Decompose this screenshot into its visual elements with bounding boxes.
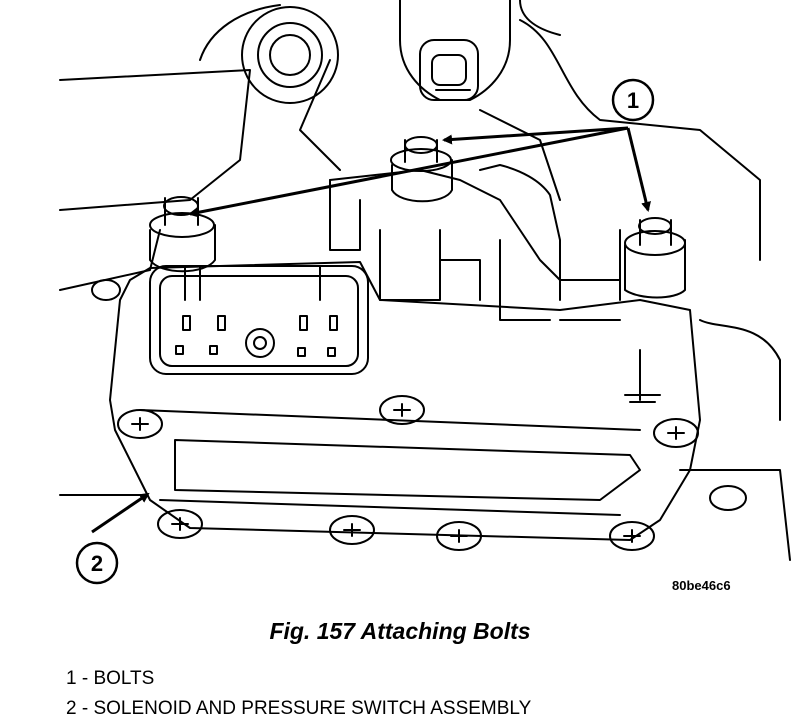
assembly-connector — [149, 265, 369, 375]
flange-screws — [91, 279, 747, 551]
screw — [157, 509, 203, 539]
transmission-case-outline — [59, 0, 791, 561]
callout-1-number: 1 — [627, 88, 639, 113]
screw — [709, 485, 747, 511]
figure-legend: 1 - BOLTS 2 - SOLENOID AND PRESSURE SWIT… — [66, 664, 531, 724]
bolt-right — [624, 217, 686, 299]
legend-item-bolts: 1 - BOLTS — [66, 668, 155, 689]
legend-item-solenoid-assembly: 2 - SOLENOID AND PRESSURE SWITCH ASSEMBL… — [66, 698, 532, 719]
valve-body-bracket — [329, 164, 661, 403]
callout-1-marker: 1 — [611, 78, 655, 122]
callout-2-leader — [91, 492, 150, 534]
screw — [653, 418, 699, 448]
bolt-center — [390, 136, 453, 203]
screw — [117, 409, 163, 439]
attaching-bolts — [149, 136, 686, 299]
screw — [379, 395, 425, 425]
figure-caption: Fig. 157 Attaching Bolts — [269, 618, 531, 644]
screw — [329, 515, 375, 545]
callout-2-marker: 2 — [75, 541, 119, 585]
figure-reference-code: 80be46c6 — [672, 578, 731, 593]
case-port — [241, 6, 339, 104]
bolt-left — [149, 196, 216, 273]
solenoid-pressure-switch-assembly — [109, 261, 701, 541]
solenoid-assembly-illustration: 1 2 — [59, 0, 791, 585]
callout-1-leaders — [188, 126, 651, 218]
callout-2-number: 2 — [91, 551, 103, 576]
screw — [436, 521, 482, 551]
screw — [609, 521, 655, 551]
screw — [91, 279, 121, 301]
top-electrical-connector — [399, 0, 511, 101]
